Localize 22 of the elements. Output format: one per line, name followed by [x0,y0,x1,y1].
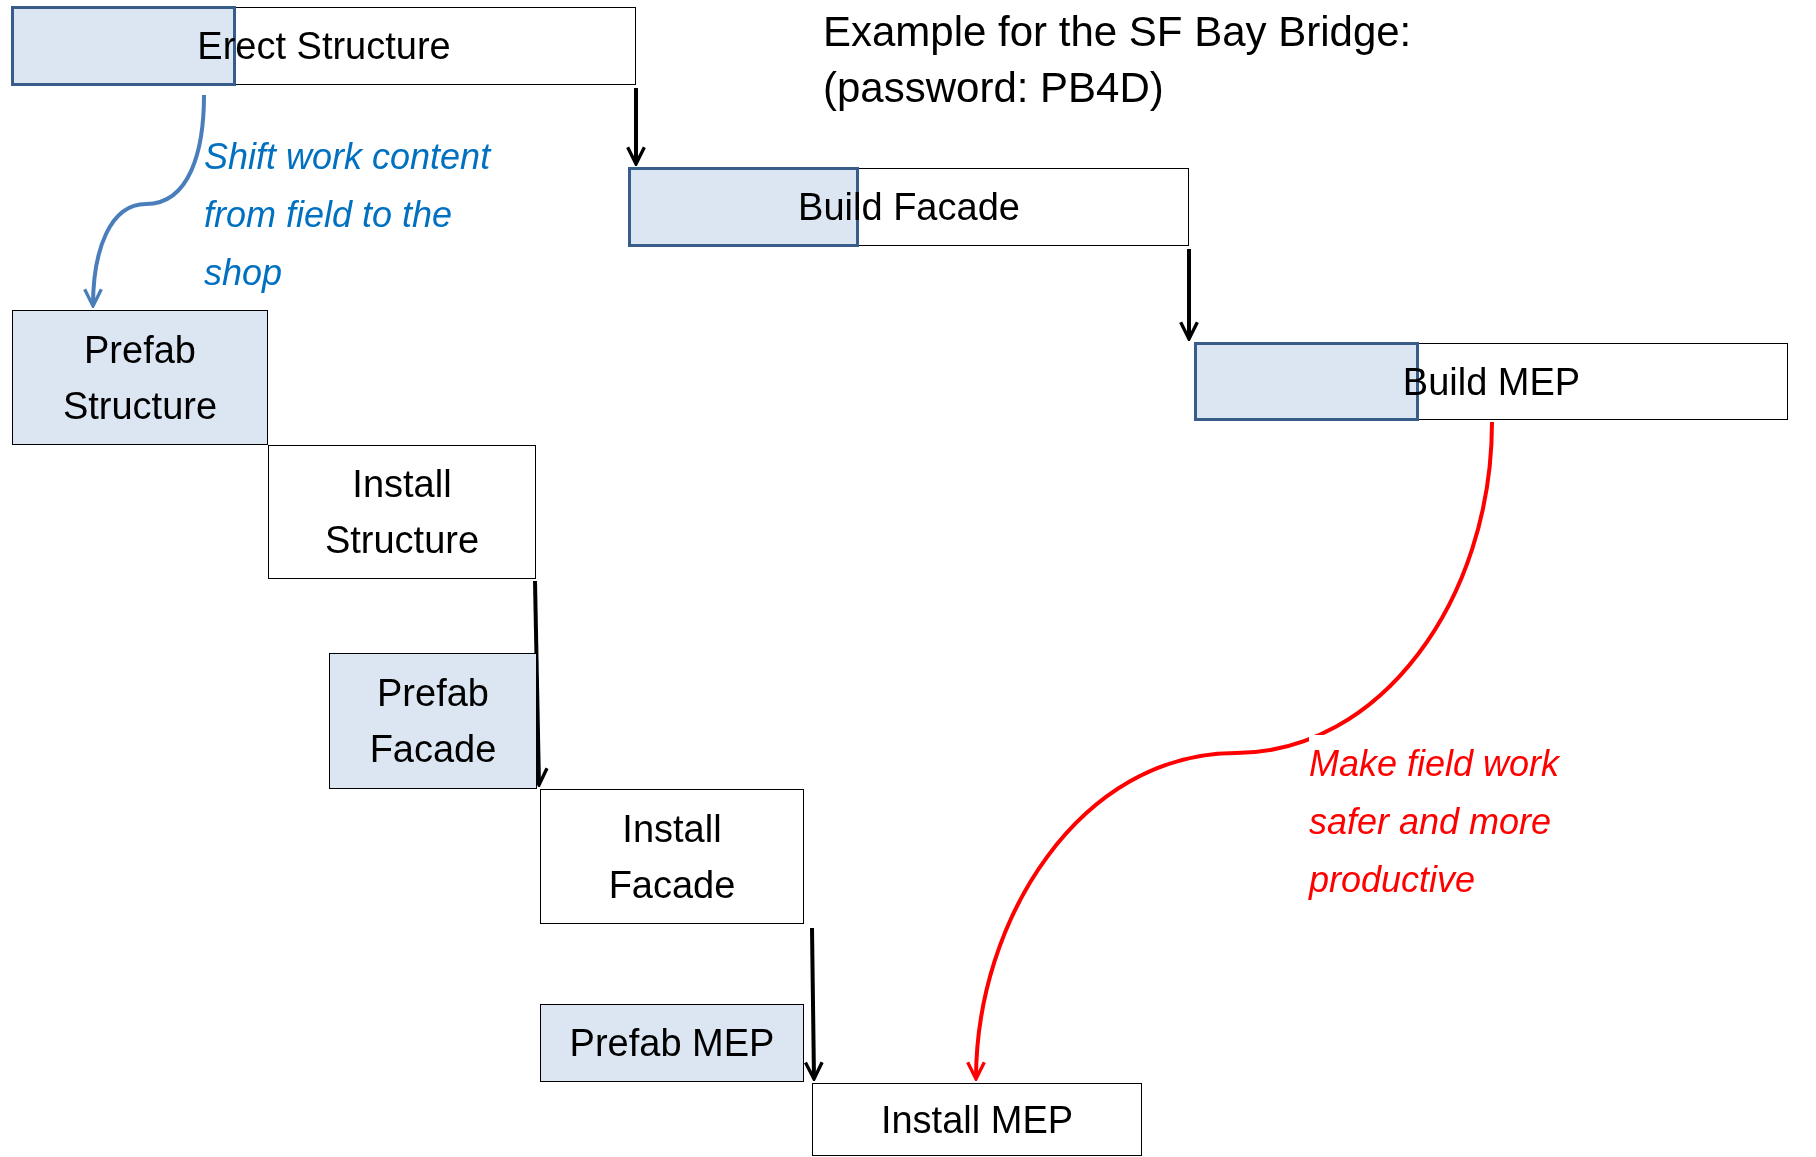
process-box [812,1083,1142,1156]
node-label: Prefab Structure [61,327,219,429]
process-box [540,789,804,924]
arrow [966,421,1494,1081]
node-label: Install Structure [323,462,481,563]
arrow [83,94,206,308]
node-label: Install MEP [880,1097,1074,1143]
note-text: Example for the SF Bay Bridge: [823,7,1412,57]
node-label: Prefab Facade [368,671,498,772]
arrow [1179,249,1199,341]
process-box [12,7,636,85]
arrow [803,927,824,1081]
note-text: (password: PB4D) [823,63,1164,113]
process-box [1195,343,1788,420]
process-box [629,168,1189,246]
arrow [626,88,646,166]
prefab-box [12,310,268,445]
process-box [268,445,536,579]
prefab-box [540,1004,804,1082]
prefab-box [329,653,537,789]
node-label: Install Facade [607,806,737,908]
node-label: Prefab MEP [569,1021,775,1066]
